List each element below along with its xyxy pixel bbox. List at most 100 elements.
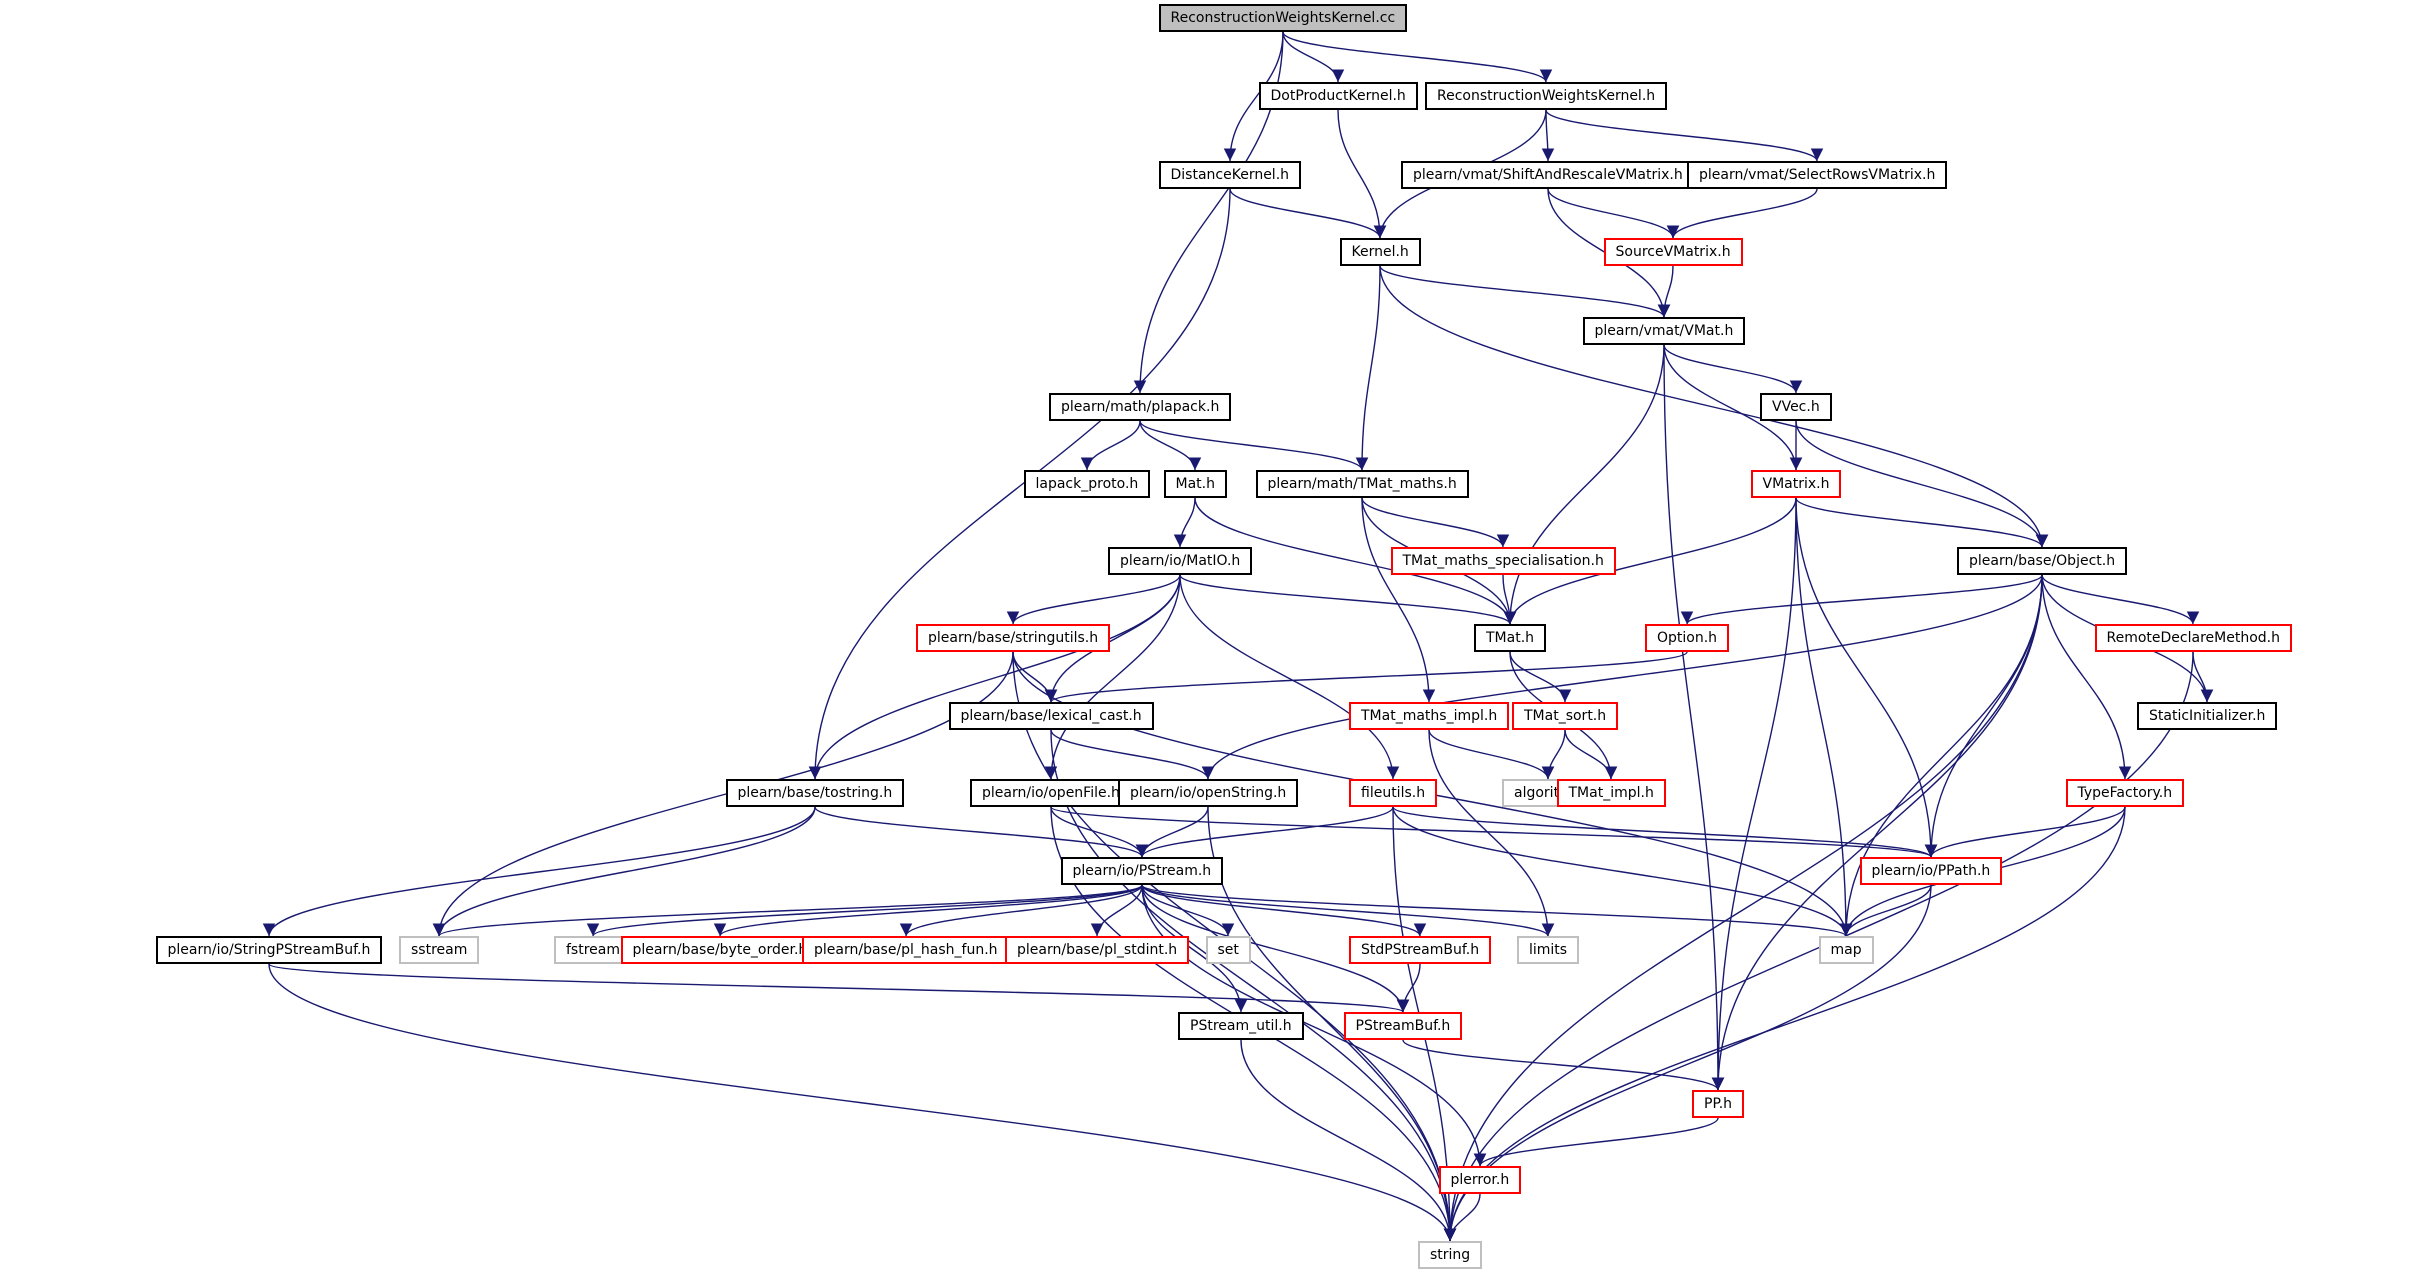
- edge-pstream-to-fstream: [587, 884, 1143, 937]
- edge-rwk-to-shift: [1541, 109, 1555, 162]
- edge-pstream-to-psutil: [1141, 884, 1248, 1013]
- node-map: map: [1818, 936, 1874, 964]
- edge-plerror-to-string: [1443, 1193, 1481, 1242]
- edge-tostring-to-strpsb: [262, 806, 816, 937]
- edge-vmat-to-tmat: [1503, 344, 1665, 625]
- node-plapack[interactable]: plearn/math/plapack.h: [1049, 393, 1232, 421]
- node-pstream[interactable]: plearn/io/PStream.h: [1060, 857, 1224, 885]
- node-pp[interactable]: PP.h: [1692, 1090, 1745, 1118]
- node-vvec[interactable]: VVec.h: [1760, 393, 1832, 421]
- edge-pstream-to-sstream: [433, 884, 1143, 937]
- edge-plapack-to-tmatmaths: [1139, 420, 1369, 471]
- edge-pstream-to-limits: [1141, 884, 1555, 937]
- edge-strpsb-to-psbuf: [268, 963, 1409, 1013]
- edge-typefactory-to-string: [1443, 806, 2126, 1242]
- edge-matio-to-tostring: [808, 574, 1181, 780]
- edge-pstream-to-map: [1141, 884, 1852, 937]
- edge-lexcast-to-string: [1050, 729, 1457, 1242]
- node-staticinit[interactable]: StaticInitializer.h: [2137, 702, 2278, 730]
- node-kernel[interactable]: Kernel.h: [1339, 238, 1421, 266]
- edge-object-to-pp: [1711, 574, 2043, 1091]
- edge-kernel-to-object: [1379, 265, 2049, 548]
- edge-object-to-map: [1839, 574, 2043, 937]
- edge-distk-to-kernel: [1229, 188, 1387, 239]
- node-tmms[interactable]: TMat_maths_specialisation.h: [1390, 547, 1616, 575]
- node-set: set: [1205, 936, 1251, 964]
- edge-fileutils-to-ppath: [1392, 806, 1937, 858]
- edge-tmms-to-tmat: [1502, 574, 1517, 625]
- edge-object-to-typefactory: [2041, 574, 2132, 780]
- node-stdpsb[interactable]: StdPStreamBuf.h: [1349, 936, 1492, 964]
- node-string: string: [1418, 1241, 1483, 1269]
- node-dotprod[interactable]: DotProductKernel.h: [1258, 82, 1418, 110]
- edge-vmatrix-to-pp: [1711, 497, 1797, 1091]
- node-matio[interactable]: plearn/io/MatIO.h: [1108, 547, 1253, 575]
- node-fileutils[interactable]: fileutils.h: [1349, 779, 1438, 807]
- node-tmatimpl[interactable]: TMat_impl.h: [1556, 779, 1666, 807]
- edge-openfile-to-ppath: [1050, 806, 1937, 858]
- node-tostring[interactable]: plearn/base/tostring.h: [725, 779, 905, 807]
- node-lapack[interactable]: lapack_proto.h: [1023, 470, 1151, 498]
- node-strpsb[interactable]: plearn/io/StringPStreamBuf.h: [155, 936, 383, 964]
- edge-vmat-to-vmatrix: [1663, 344, 1803, 471]
- node-hashfun[interactable]: plearn/base/pl_hash_fun.h: [802, 936, 1010, 964]
- node-vmatrix[interactable]: VMatrix.h: [1750, 470, 1842, 498]
- node-option[interactable]: Option.h: [1645, 624, 1730, 652]
- node-shift[interactable]: plearn/vmat/ShiftAndRescaleVMatrix.h: [1401, 161, 1695, 189]
- edge-shift-to-sourcev: [1547, 188, 1680, 239]
- node-remote[interactable]: RemoteDeclareMethod.h: [2094, 624, 2292, 652]
- edge-kernel-to-vmat: [1379, 265, 1671, 318]
- node-openfile[interactable]: plearn/io/openFile.h: [970, 779, 1132, 807]
- edge-fileutils-to-pstream: [1135, 806, 1394, 858]
- node-lexcast[interactable]: plearn/base/lexical_cast.h: [948, 702, 1154, 730]
- edge-pstream-to-stdpsb: [1141, 884, 1427, 937]
- edge-stdpsb-to-psbuf: [1396, 963, 1421, 1013]
- node-byteorder[interactable]: plearn/base/byte_order.h: [620, 936, 820, 964]
- edge-math-to-tmat: [1194, 497, 1517, 625]
- edge-pstream-to-byteorder: [713, 884, 1143, 937]
- edge-matio-to-tmat: [1179, 574, 1517, 625]
- edge-pp-to-plerror: [1473, 1117, 1719, 1167]
- edge-tostring-to-pstream: [814, 806, 1149, 858]
- node-typefactory[interactable]: TypeFactory.h: [2065, 779, 2185, 807]
- node-psbuf[interactable]: PStreamBuf.h: [1343, 1012, 1463, 1040]
- edge-vmatrix-to-object: [1795, 497, 2049, 548]
- node-plerror[interactable]: plerror.h: [1438, 1166, 1522, 1194]
- edge-tostring-to-sstream: [432, 806, 816, 937]
- edge-psbuf-to-pp: [1402, 1039, 1725, 1091]
- node-tmat[interactable]: TMat.h: [1474, 624, 1547, 652]
- node-distk[interactable]: DistanceKernel.h: [1158, 161, 1302, 189]
- node-sourcev[interactable]: SourceVMatrix.h: [1603, 238, 1743, 266]
- edge-pstream-to-set: [1141, 884, 1235, 937]
- node-rwk[interactable]: ReconstructionWeightsKernel.h: [1425, 82, 1668, 110]
- edge-vmat-to-pp: [1663, 344, 1725, 1091]
- node-psutil[interactable]: PStream_util.h: [1178, 1012, 1304, 1040]
- node-tmmi[interactable]: TMat_maths_impl.h: [1349, 702, 1510, 730]
- node-tmatmaths[interactable]: plearn/math/TMat_maths.h: [1255, 470, 1469, 498]
- edge-object-to-ppath: [1924, 574, 2043, 858]
- node-strutils[interactable]: plearn/base/stringutils.h: [916, 624, 1111, 652]
- edge-tmat-to-tmsort: [1509, 651, 1572, 703]
- edge-option-to-lexcast: [1045, 651, 1688, 703]
- edge-psutil-to-string: [1240, 1039, 1457, 1242]
- edge-vvec-to-object: [1795, 420, 2049, 548]
- node-tmsort[interactable]: TMat_sort.h: [1512, 702, 1619, 730]
- edge-distk-to-tostring: [808, 188, 1231, 780]
- node-ppath[interactable]: plearn/io/PPath.h: [1859, 857, 2003, 885]
- edge-pstream-to-hashfun: [899, 884, 1143, 937]
- edge-vmat-to-vvec: [1663, 344, 1803, 394]
- node-object[interactable]: plearn/base/Object.h: [1957, 547, 2128, 575]
- edge-root-to-distk: [1223, 31, 1284, 162]
- node-stdint[interactable]: plearn/base/pl_stdint.h: [1005, 936, 1190, 964]
- edge-plapack-to-lapack: [1080, 420, 1141, 471]
- edge-root-to-dotprod: [1282, 31, 1345, 83]
- edge-fileutils-to-map: [1392, 806, 1853, 937]
- node-vmat[interactable]: plearn/vmat/VMat.h: [1582, 317, 1746, 345]
- node-math[interactable]: Mat.h: [1163, 470, 1227, 498]
- node-selrows[interactable]: plearn/vmat/SelectRowsVMatrix.h: [1687, 161, 1948, 189]
- edge-kernel-to-tmatmaths: [1355, 265, 1381, 471]
- edge-plapack-to-math: [1139, 420, 1202, 471]
- edge-tmmi-to-algorithm: [1428, 729, 1555, 780]
- node-openstring[interactable]: plearn/io/openString.h: [1118, 779, 1299, 807]
